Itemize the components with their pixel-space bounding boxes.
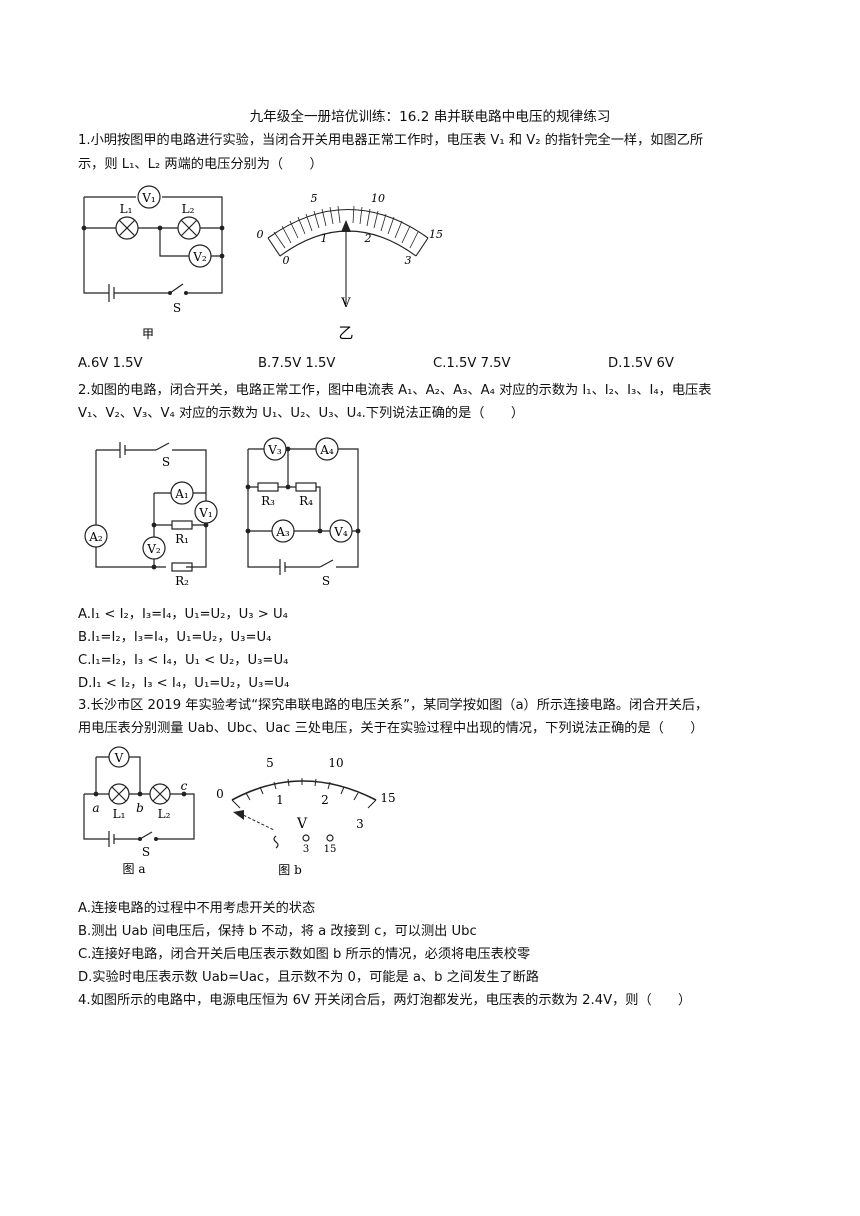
q3-dial-unit: V xyxy=(296,816,308,832)
inner-scale-0: 0 xyxy=(283,254,290,267)
q3-inner-3: 3 xyxy=(356,817,364,831)
q3-outer-15: 15 xyxy=(380,791,395,805)
q2-v1-label: V₁ xyxy=(198,506,212,520)
terminal-15-icon xyxy=(326,834,334,842)
outer-scale-15: 15 xyxy=(429,228,443,241)
q3-inner-1: 1 xyxy=(276,793,284,807)
question-3-line-2: 用电压表分别测量 Uab、Ubc、Uac 三处电压，关于在实验过程中出现的情况，… xyxy=(78,721,704,736)
q3-outer-5: 5 xyxy=(266,756,274,770)
outer-scale-0: 0 xyxy=(257,228,264,241)
q1-circuit-diagram: V₁ V₂ L₁ L₂ S 甲 xyxy=(81,185,225,341)
question-2-line-1: 2.如图的电路，闭合开关，电路正常工作，图中电流表 A₁、A₂、A₃、A₄ 对应… xyxy=(78,383,712,398)
q2-right-s-label: S xyxy=(322,574,330,588)
outer-scale-10: 10 xyxy=(371,192,385,205)
switch-label: S xyxy=(173,301,181,315)
figure-jia-caption: 甲 xyxy=(142,327,154,341)
q3-voltmeter-dial: 0 5 10 15 1 2 3 V 3 15 图 b xyxy=(216,756,395,877)
q3-outer-0: 0 xyxy=(216,787,224,801)
q2-circuit-right: V₃ A₄ R₃ R₄ A₃ V₄ S xyxy=(245,437,361,588)
q1-option-b: B.7.5V 1.5V xyxy=(258,356,336,371)
q1-voltmeter-dial: 0 5 10 15 0 1 2 3 V 乙 xyxy=(257,192,444,342)
point-b-label: b xyxy=(136,801,144,815)
terminal-minus-icon xyxy=(273,835,279,849)
page-title: 九年级全一册培优训练：16.2 串并联电路中电压的规律练习 xyxy=(249,109,611,125)
dial-unit-v: V xyxy=(340,296,351,311)
terminal-3-icon xyxy=(302,834,310,842)
a2-label: A₂ xyxy=(88,530,103,544)
outer-scale-5: 5 xyxy=(311,192,318,205)
q3-option-d: D.实验时电压表示数 Uab=Uac，且示数不为 0，可能是 a、b 之间发生了… xyxy=(78,970,539,985)
figure-yi-caption: 乙 xyxy=(338,324,353,342)
v3-label: V₃ xyxy=(267,443,282,457)
v4-label: V₄ xyxy=(333,525,348,539)
figure-a-caption: 图 a xyxy=(123,862,146,876)
terminal-3-label: 3 xyxy=(303,844,309,855)
question-3-line-1: 3.长沙市区 2019 年实验考试“探究串联电路的电压关系”，某同学按如图（a）… xyxy=(78,698,709,713)
a3-label: A₃ xyxy=(275,525,290,539)
question-4-line-1: 4.如图所示的电路中，电源电压恒为 6V 开关闭合后，两灯泡都发光，电压表的示数… xyxy=(78,993,692,1008)
q3-option-b: B.测出 Uab 间电压后，保持 b 不动，将 a 改接到 c，可以测出 Ubc xyxy=(78,924,477,939)
q2-s-label: S xyxy=(162,455,170,469)
v2-label: V₂ xyxy=(192,250,207,264)
q3-circuit-diagram: V a b c L₁ L₂ S 图 a xyxy=(83,746,195,876)
point-c-label: c xyxy=(181,779,188,793)
inner-scale-2: 2 xyxy=(364,232,372,245)
q1-option-c: C.1.5V 7.5V xyxy=(433,356,511,371)
figure-b-caption: 图 b xyxy=(278,863,302,877)
q1-option-a: A.6V 1.5V xyxy=(78,356,143,371)
r2-label: R₂ xyxy=(175,574,189,588)
l1-label: L₁ xyxy=(120,202,133,216)
q3-inner-2: 2 xyxy=(321,793,329,807)
inner-scale-1: 1 xyxy=(321,232,328,245)
terminal-15-label: 15 xyxy=(324,844,337,855)
q2-option-d: D.I₁ < I₂，I₃ < I₄，U₁=U₂，U₃=U₄ xyxy=(78,676,290,691)
q3-option-c: C.连接好电路，闭合开关后电压表示数如图 b 所示的情况，必须将电压表校零 xyxy=(78,947,531,962)
q3-s-label: S xyxy=(142,845,150,859)
l2-label: L₂ xyxy=(182,202,195,216)
question-2-line-2: V₁、V₂、V₃、V₄ 对应的示数为 U₁、U₂、U₃、U₄.下列说法正确的是（… xyxy=(78,406,525,421)
q2-v2-label: V₂ xyxy=(146,542,161,556)
inner-scale-3: 3 xyxy=(405,254,412,267)
q2-option-b: B.I₁=I₂，I₃=I₄，U₁=U₂，U₃=U₄ xyxy=(78,630,272,645)
v1-label: V₁ xyxy=(141,191,155,205)
question-1-line-1: 1.小明按图甲的电路进行实验，当闭合开关用电器正常工作时，电压表 V₁ 和 V₂… xyxy=(78,133,704,148)
r4-label: R₄ xyxy=(299,494,313,508)
q2-option-a: A.I₁ < I₂，I₃=I₄，U₁=U₂，U₃ > U₄ xyxy=(78,607,288,622)
q1-option-d: D.1.5V 6V xyxy=(608,356,674,371)
q3-v-label: V xyxy=(114,751,124,765)
r1-label: R₁ xyxy=(175,532,189,546)
question-1-line-2: 示，则 L₁、L₂ 两端的电压分别为（ ） xyxy=(78,157,323,172)
q3-l1-label: L₁ xyxy=(113,807,126,821)
point-a-label: a xyxy=(92,801,99,815)
r3-label: R₃ xyxy=(261,494,275,508)
q2-circuit-left: S A₂ A₁ V₁ V₂ R₁ R₂ xyxy=(84,442,218,588)
q3-l2-label: L₂ xyxy=(158,807,171,821)
q3-outer-10: 10 xyxy=(328,756,343,770)
a4-label: A₄ xyxy=(319,443,334,457)
q2-option-c: C.I₁=I₂，I₃ < I₄，U₁ < U₂，U₃=U₄ xyxy=(78,653,289,668)
a1-label: A₁ xyxy=(174,487,188,501)
q3-option-a: A.连接电路的过程中不用考虑开关的状态 xyxy=(78,901,316,916)
